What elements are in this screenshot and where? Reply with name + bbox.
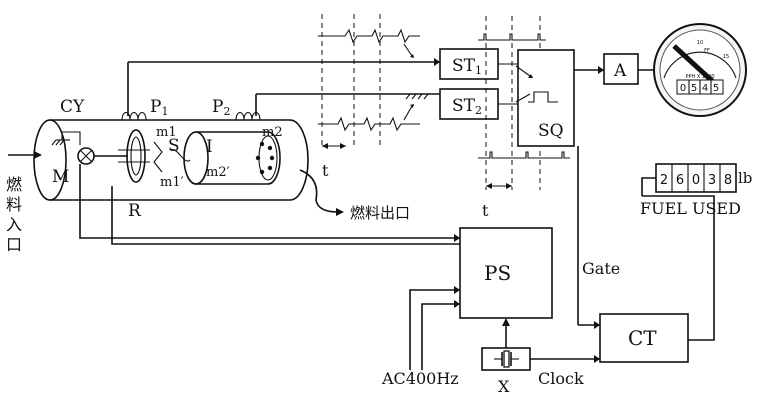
s-label: S [168,136,180,156]
x-label: X [498,377,510,396]
fuel-outlet-label: 燃料出口 [350,204,410,222]
waveform-p2 [318,104,420,149]
p1-label: P1 [150,97,168,118]
impeller-rotor [118,129,163,183]
ps-label: PS [484,261,511,285]
r-label: R [128,201,142,221]
turbine-drum [169,131,281,185]
st2-label: ST [452,96,476,116]
ct-label: CT [628,326,657,350]
gauge-digit-2: 4 [702,83,708,94]
a-label: A [613,61,627,81]
svg-text:ST1: ST1 [452,56,482,77]
fuel-used-counter [641,163,737,196]
gauge-mark-ff: FF [704,48,710,54]
fuel-digit-4: 8 [724,173,732,188]
waveform-p1 [318,14,420,146]
st2-block: ST2 [420,88,499,120]
lb-unit-label: lb [738,169,752,187]
flow-gauge [653,23,747,117]
fuel-inlet-char-4: 口 [6,235,22,254]
gauge-mark-15: 15 [723,54,729,60]
p2-label: P2 [212,97,230,118]
m2-label: m2 [262,125,283,140]
svg-text:ST2: ST2 [452,96,482,117]
gauge-digit-0: 0 [680,83,686,94]
t-label-2: t [482,201,489,220]
cy-label: CY [60,97,85,117]
gate-wire [577,146,600,329]
gauge-digit-1: 5 [691,83,697,94]
pickup-coil-p2 [235,93,430,121]
i-label: I [206,137,213,157]
flowmeter-cylinder [8,119,344,216]
fuel-digit-1: 6 [676,173,684,188]
pickup-coil-p1 [121,61,420,121]
ac400hz-label: AC400Hz [381,369,459,388]
m1-label: m1 [156,125,177,140]
motor-symbol [51,131,128,165]
t-label-1: t [322,161,329,180]
st1-subscript: 1 [475,64,482,77]
gauge-mark-10: 10 [697,40,703,46]
m1-prime-label: m1′ [160,175,184,190]
fuel-digit-3: 3 [708,173,716,188]
ps-block [79,164,553,370]
fuel-inlet-char-2: 料 [6,195,22,214]
fuel-inlet-char-1: 燃 [6,175,22,194]
st1-label: ST [452,56,476,76]
fuel-inlet-char-3: 入 [6,215,22,234]
st2-subscript: 2 [475,104,482,117]
fuel-used-label: FUEL USED [640,199,741,218]
fuel-digit-2: 0 [692,173,700,188]
clock-label: Clock [538,369,584,388]
m2-prime-label: m2′ [206,165,230,180]
sq-block [498,49,575,147]
gauge-unit: PPH X 1000 [685,74,714,80]
fuel-digit-0: 2 [660,173,668,188]
sq-label: SQ [538,121,564,141]
motor-label: M [52,167,69,187]
waveform-st-out [478,16,570,190]
ct-block [599,195,715,363]
gauge-digit-3: 5 [713,83,719,94]
gate-label: Gate [582,259,620,278]
a-amplifier-block [574,53,660,85]
crystal-oscillator [481,347,600,371]
